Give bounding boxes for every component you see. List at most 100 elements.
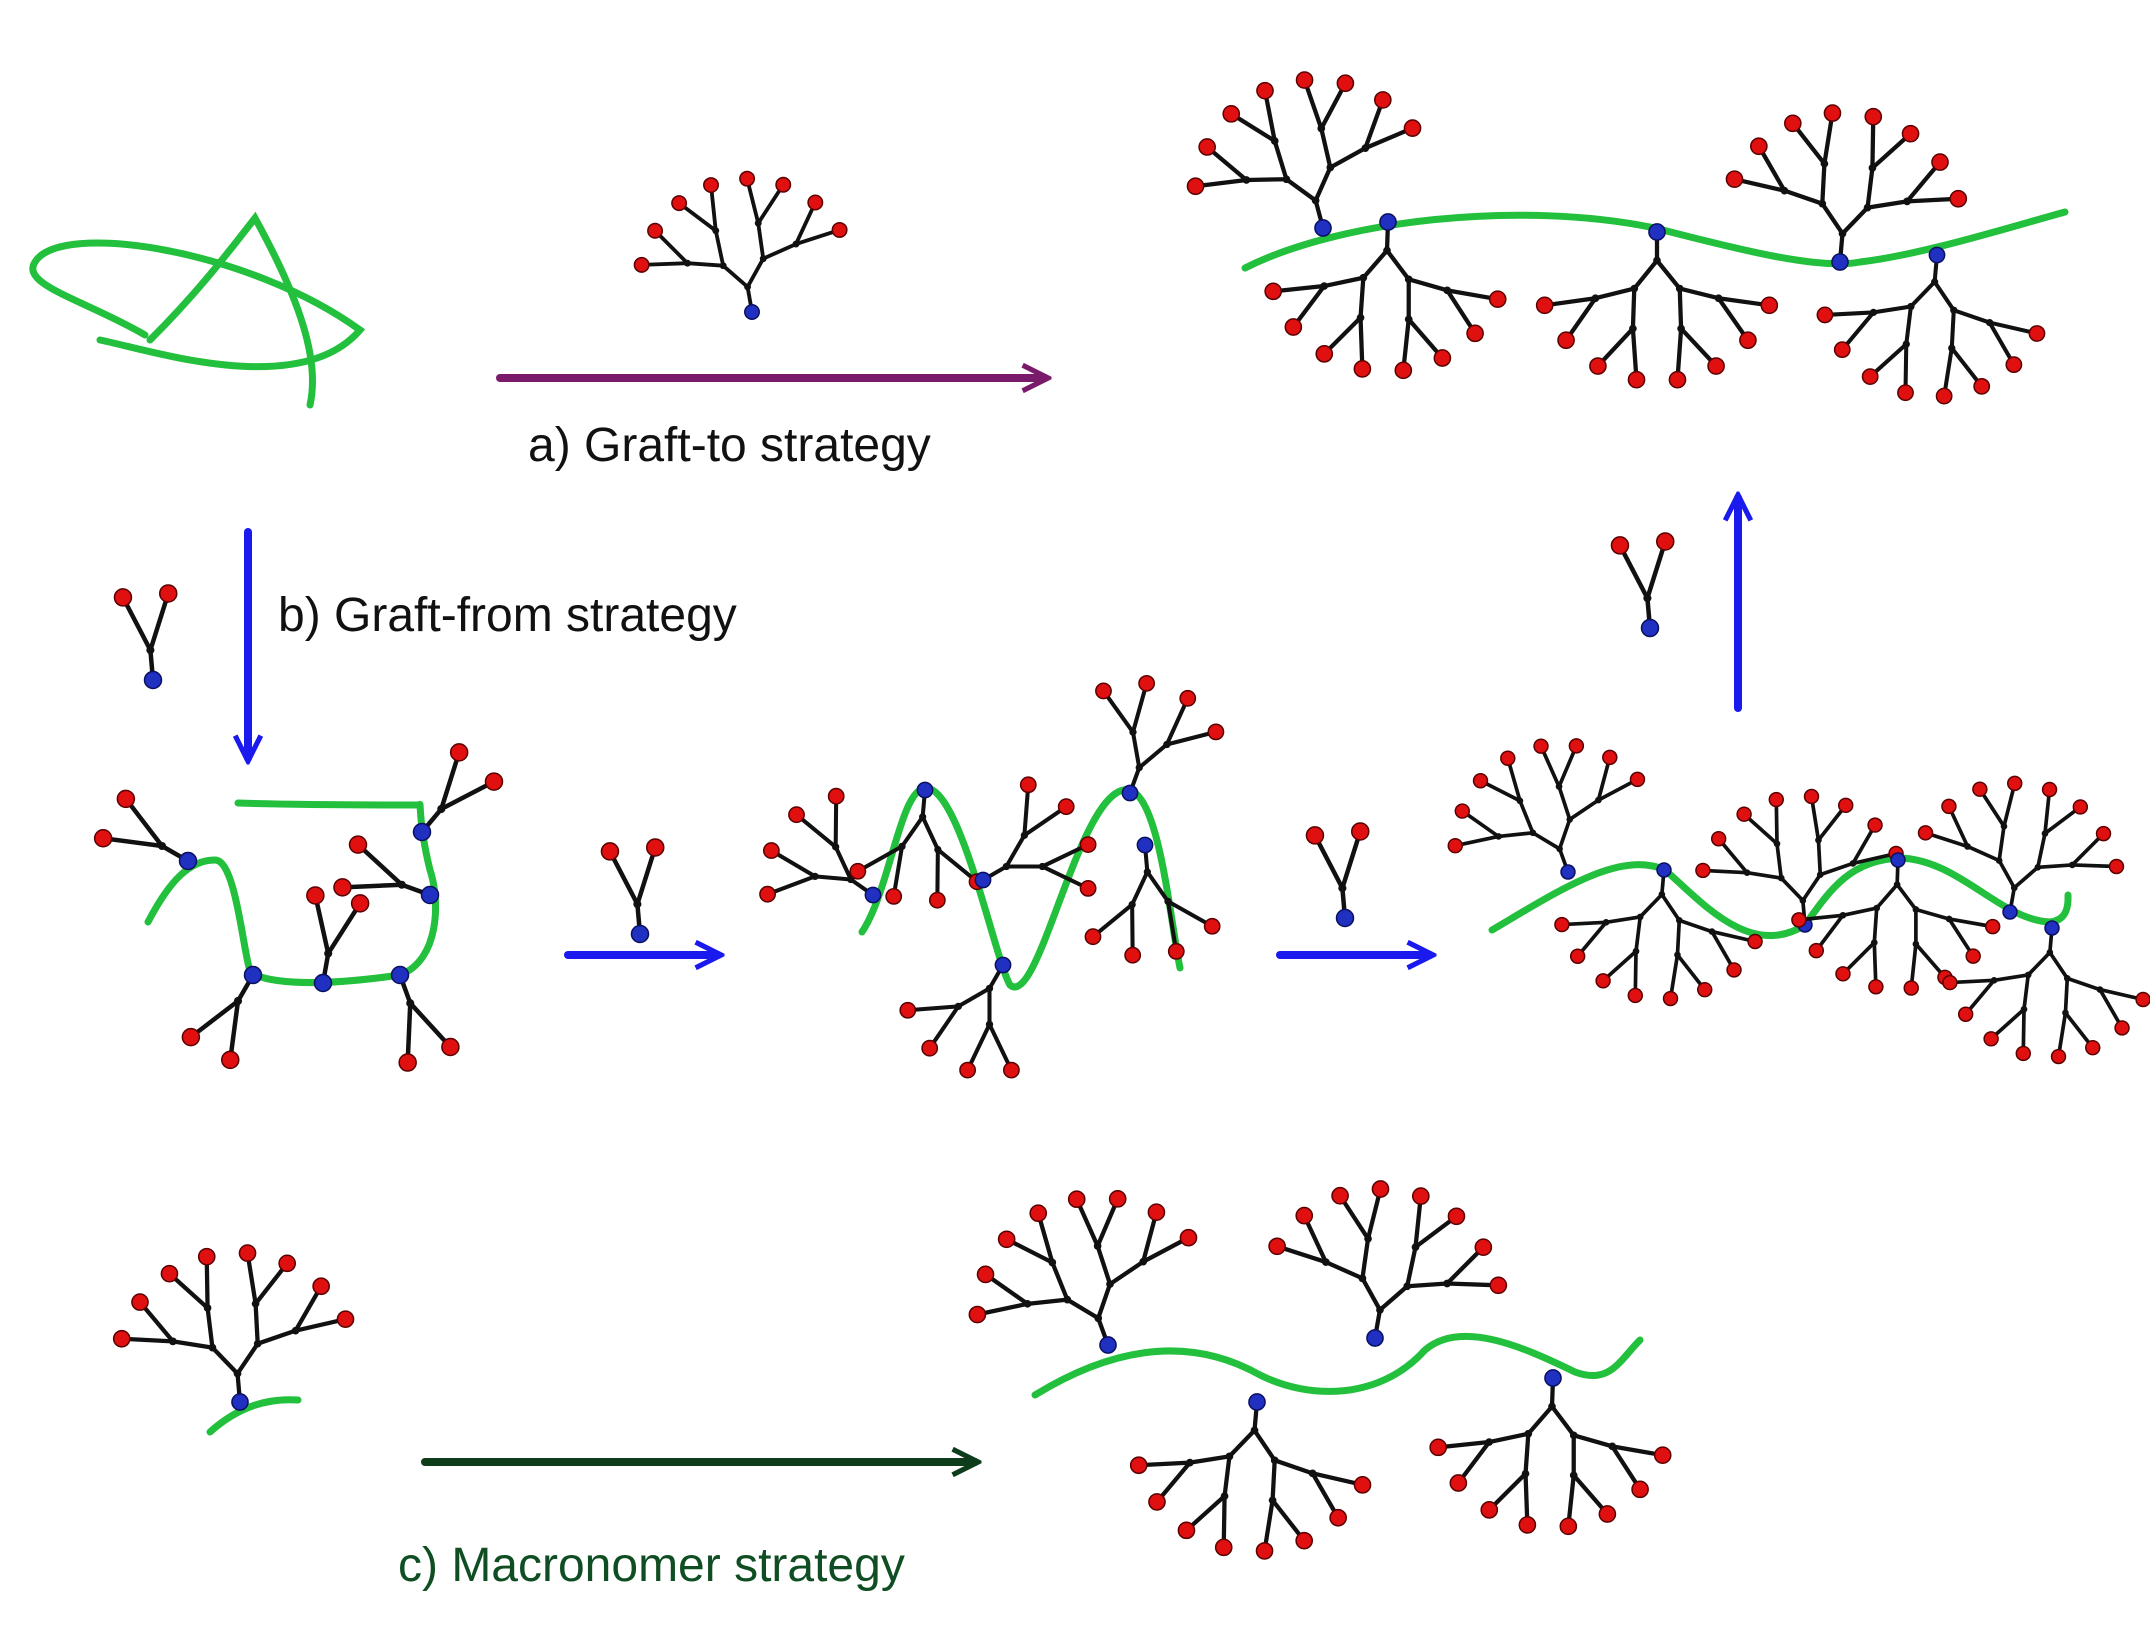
end-group xyxy=(1534,739,1548,753)
end-group xyxy=(1698,983,1712,997)
dendron-bond xyxy=(1132,872,1147,905)
end-group xyxy=(1430,1439,1446,1455)
end-group xyxy=(1330,1510,1346,1526)
end-group xyxy=(2136,993,2150,1007)
end-group xyxy=(485,773,502,790)
dendron-bond xyxy=(1911,282,1935,307)
dendron-bond xyxy=(1906,306,1911,344)
end-group xyxy=(1560,1518,1576,1534)
end-group xyxy=(114,1331,130,1347)
dendron-bond xyxy=(1954,310,1990,322)
end-group xyxy=(1809,944,1823,958)
gen1-dendron-6 xyxy=(414,744,503,841)
gen2-dendron-1 xyxy=(760,789,881,903)
dendron-bond xyxy=(1133,732,1139,767)
branch-point xyxy=(1312,197,1320,205)
anchor-group xyxy=(917,782,932,797)
end-group xyxy=(1169,944,1184,959)
branch-point xyxy=(1548,1403,1556,1411)
end-group xyxy=(1919,826,1933,840)
dendron-bond xyxy=(1362,1278,1380,1310)
dendron-bond xyxy=(1052,1263,1067,1300)
dendron-bond xyxy=(1273,1460,1275,1500)
end-group xyxy=(1932,154,1948,170)
anchor-group xyxy=(315,975,332,992)
anchor-group xyxy=(1891,853,1905,867)
dendron-bond xyxy=(1784,191,1822,204)
branch-point xyxy=(633,900,641,908)
end-group xyxy=(1448,1208,1464,1224)
backbone-macronomer-product xyxy=(1035,1336,1640,1395)
dendron-bond xyxy=(836,847,851,880)
anchor-group xyxy=(865,887,880,902)
anchor-group xyxy=(1137,837,1152,852)
dendron-bond xyxy=(1843,908,1877,915)
branch-point xyxy=(986,985,993,992)
end-group xyxy=(832,223,846,237)
anchor-group xyxy=(1249,1394,1265,1410)
end-group xyxy=(1959,1007,1973,1021)
end-group xyxy=(1785,115,1801,131)
anchor-group xyxy=(1380,214,1396,230)
branch-point xyxy=(398,881,406,889)
anchor-group xyxy=(1657,863,1671,877)
end-group xyxy=(2029,326,2044,341)
dendron-bond xyxy=(238,1344,258,1374)
end-group xyxy=(1817,307,1832,322)
anchor-group xyxy=(245,967,262,984)
dendron-bond xyxy=(212,1348,237,1374)
dendron-bond xyxy=(1409,279,1447,290)
dendron-bond xyxy=(1533,833,1560,849)
macronomer-dendron xyxy=(114,1245,354,1410)
dendron-bond xyxy=(208,1308,213,1348)
branch-point xyxy=(1338,884,1346,892)
gen3-dendron-2 xyxy=(1555,863,1762,1005)
end-group xyxy=(1481,1502,1497,1518)
end-group xyxy=(1712,832,1726,846)
end-group xyxy=(1354,1477,1370,1493)
dendron-bond xyxy=(1634,261,1657,289)
branch-point xyxy=(1839,230,1847,238)
anchor-group xyxy=(422,887,439,904)
end-group xyxy=(1519,1517,1535,1533)
dendron-bond xyxy=(1968,846,2000,860)
dendron-bond xyxy=(1190,1456,1230,1462)
end-group xyxy=(1306,827,1323,844)
end-group xyxy=(969,1306,985,1322)
anchor-group xyxy=(745,305,759,319)
end-group xyxy=(1332,1188,1348,1204)
dendron-bond xyxy=(2014,867,2038,887)
end-group xyxy=(1943,976,1957,990)
branch-point xyxy=(1931,278,1938,285)
end-group xyxy=(1125,948,1140,963)
end-group xyxy=(307,887,324,904)
dendron-bond xyxy=(1822,204,1842,234)
end-group xyxy=(2043,783,2057,797)
end-group xyxy=(776,178,790,192)
end-group xyxy=(2110,860,2124,874)
product-dendron-bottom-1 xyxy=(1265,214,1506,378)
end-group xyxy=(352,895,369,912)
end-group xyxy=(1205,919,1220,934)
dendron-bond xyxy=(1098,1246,1110,1284)
dendron-bond xyxy=(1407,1283,1447,1286)
dendron-bond xyxy=(1387,250,1409,279)
end-group xyxy=(808,195,822,209)
backbone-macronomer-stub xyxy=(210,1400,298,1432)
anchor-group xyxy=(995,957,1010,972)
end-group xyxy=(1863,369,1878,384)
dendron-bond xyxy=(923,817,938,850)
end-group xyxy=(1590,358,1606,374)
end-group xyxy=(1950,191,1966,207)
dendron-bond xyxy=(1225,1456,1230,1496)
dendron-bond xyxy=(2067,978,2100,989)
dendron-bond xyxy=(1255,1430,1275,1460)
end-group xyxy=(672,196,686,210)
end-group xyxy=(199,1249,215,1265)
end-group xyxy=(1296,1208,1312,1224)
dendron-bond xyxy=(1916,909,1949,919)
end-group xyxy=(1865,109,1881,125)
dendron-bond xyxy=(1877,885,1897,909)
end-group xyxy=(1898,385,1913,400)
